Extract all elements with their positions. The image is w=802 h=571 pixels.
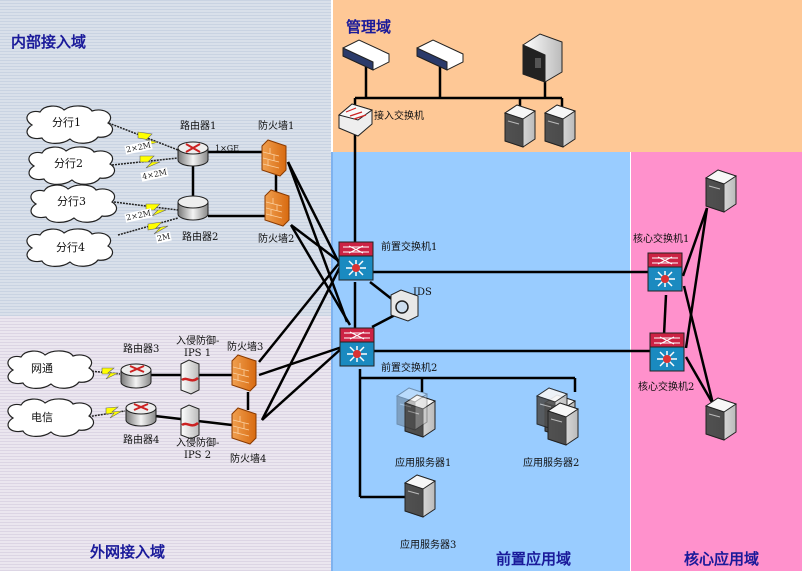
link [290, 224, 341, 263]
access-switch-icon [337, 103, 374, 137]
router4-icon [125, 401, 157, 427]
cloud-telecom: 电信 [31, 411, 53, 424]
front-switch1-label: 前置交换机1 [381, 242, 438, 253]
wan-link [105, 121, 179, 151]
link [261, 347, 343, 421]
firewall4-icon [231, 407, 257, 445]
link [684, 356, 715, 405]
router1-label: 路由器1 [180, 121, 217, 132]
front-app-zone-title: 前置应用域 [496, 550, 572, 568]
cloud-cnc: 网通 [31, 362, 53, 375]
core-switch2-label: 核心交换机2 [638, 382, 695, 393]
app-server2-icon [547, 402, 579, 446]
link [682, 285, 715, 405]
app-server1-label: 应用服务器1 [395, 458, 452, 469]
wan-link [113, 201, 179, 211]
core-server-icon [705, 169, 737, 213]
front-app-zone [331, 152, 631, 571]
ids-icon [390, 289, 419, 322]
core-server-icon [705, 397, 737, 441]
ips1-icon [179, 358, 201, 396]
front-switch2-label: 前置交换机2 [381, 363, 438, 374]
core-app-zone-title: 核心应用域 [684, 550, 760, 568]
management-server-icon [522, 33, 563, 83]
ips2-icon [179, 403, 201, 441]
cloud-branch1: 分行1 [52, 116, 81, 129]
management-console-icon [416, 39, 464, 71]
cloud-branch2: 分行2 [54, 157, 83, 170]
management-server-icon [544, 104, 576, 148]
router2-icon [177, 195, 209, 221]
core-switch1-label: 核心交换机1 [633, 234, 690, 245]
link [681, 207, 709, 277]
app-server1-icon [396, 387, 428, 431]
cloud-branch4: 分行4 [56, 241, 85, 254]
link [260, 264, 343, 421]
link [258, 261, 341, 363]
ips2-label-line2: IPS 2 [184, 450, 212, 461]
firewall1-icon [261, 139, 287, 177]
firewall2-label: 防火墙2 [258, 234, 295, 245]
app-server3-label: 应用服务器3 [400, 540, 457, 551]
ips1-label-line1: 入侵防御- [176, 336, 220, 347]
bandwidth-label-ge: 1×GE [215, 144, 240, 153]
firewall2-icon [264, 189, 290, 227]
cloud-branch3: 分行3 [57, 195, 86, 208]
link [369, 281, 394, 301]
ids-label: IDS [413, 287, 432, 298]
link [684, 207, 709, 349]
router1-icon [177, 141, 209, 167]
firewall1-label: 防火墙1 [258, 121, 295, 132]
ips1-label-line2: IPS 1 [184, 348, 212, 359]
link [286, 161, 342, 266]
front-switch1-icon [338, 241, 374, 281]
router4-label: 路由器4 [123, 435, 160, 446]
link [371, 313, 396, 329]
firewall3-icon [231, 354, 257, 392]
wan-bolt-icon [139, 155, 161, 169]
firewall4-label: 防火墙4 [230, 454, 267, 465]
app-server2-label: 应用服务器2 [523, 458, 580, 469]
link [662, 294, 668, 336]
core-switch1-icon [647, 252, 683, 292]
front-switch2-icon [339, 327, 375, 367]
core-switch2-icon [649, 332, 685, 372]
app-server3-icon [404, 474, 436, 518]
external-zone-title: 外网接入域 [90, 543, 166, 561]
management-zone-title: 管理域 [346, 18, 392, 36]
management-server-icon [504, 104, 536, 148]
wan-bolt-icon [147, 221, 169, 235]
link [289, 224, 352, 326]
router2-label: 路由器2 [182, 232, 219, 243]
ips2-label-line1: 入侵防御- [176, 438, 220, 449]
wan-bolt-icon [105, 406, 123, 419]
management-console-icon [342, 39, 390, 71]
link [286, 161, 349, 323]
access-switch-label: 接入交换机 [374, 111, 424, 122]
firewall3-label: 防火墙3 [227, 342, 264, 353]
internal-zone-title: 内部接入域 [11, 33, 87, 51]
link [258, 345, 343, 377]
router3-label: 路由器3 [123, 344, 160, 355]
wan-bolt-icon [101, 367, 119, 380]
